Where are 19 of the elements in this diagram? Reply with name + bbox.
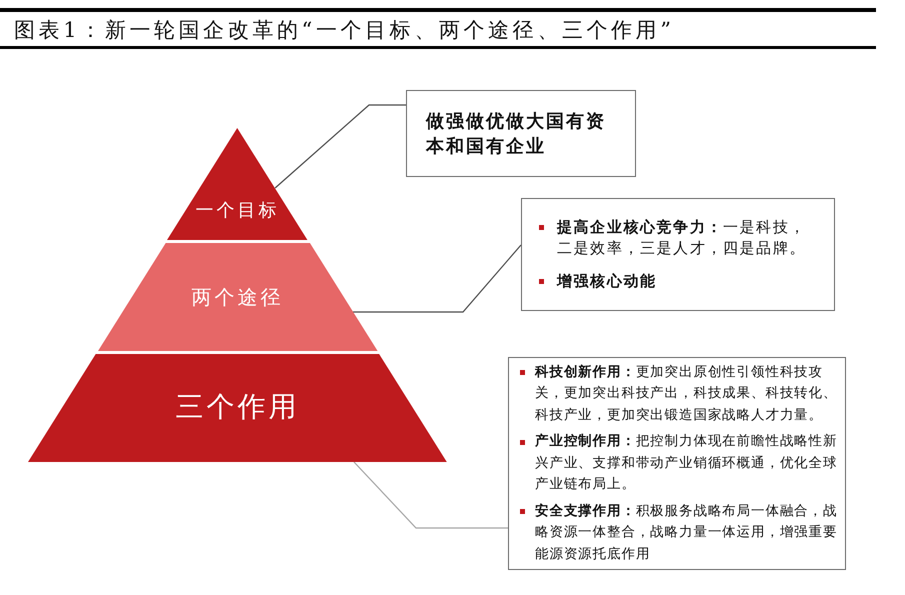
callout-box	[406, 90, 636, 177]
tier-label: 两个途径	[190, 284, 284, 310]
pyramid-tier	[28, 354, 447, 462]
bullet-text: 科技创新作用：更加突出原创性引领性科技攻关，更加突出科技产出，科技成果、科技转化、科技产业，更加突出锻造国家战略人才力量。	[535, 362, 838, 425]
bullet-text: 增强核心动能	[557, 271, 658, 292]
callout-text: 做强做优做大国有资本和国有企业	[426, 110, 607, 158]
leader-line	[274, 104, 406, 188]
callout-box	[521, 198, 835, 311]
pyramid-tier	[98, 243, 378, 351]
bullet-text: 产业控制作用：把控制力体现在前瞻性战略性新兴产业、支撑和带动产业销循环概通，优化全球产业链布局上。	[535, 432, 838, 494]
figure-title: 图表1：新一轮国企改革的“一个目标、两个途径、三个作用”	[14, 17, 675, 44]
callout-box	[508, 357, 846, 570]
tier-label: 一个目标	[194, 199, 280, 223]
tier-label: 三个作用	[174, 388, 300, 425]
pyramid-tier	[167, 128, 308, 240]
bullet-text: 安全支撑作用：积极服务战略布局一体融合，战略资源一体整合，战略力量一体运用，增强重要能源资源托底作用	[535, 502, 838, 564]
bullet-text: 提高企业核心竞争力：一是科技，二是效率，三是人才，四是品牌。	[557, 217, 807, 259]
leader-line	[352, 244, 522, 313]
leader-line	[354, 462, 508, 529]
